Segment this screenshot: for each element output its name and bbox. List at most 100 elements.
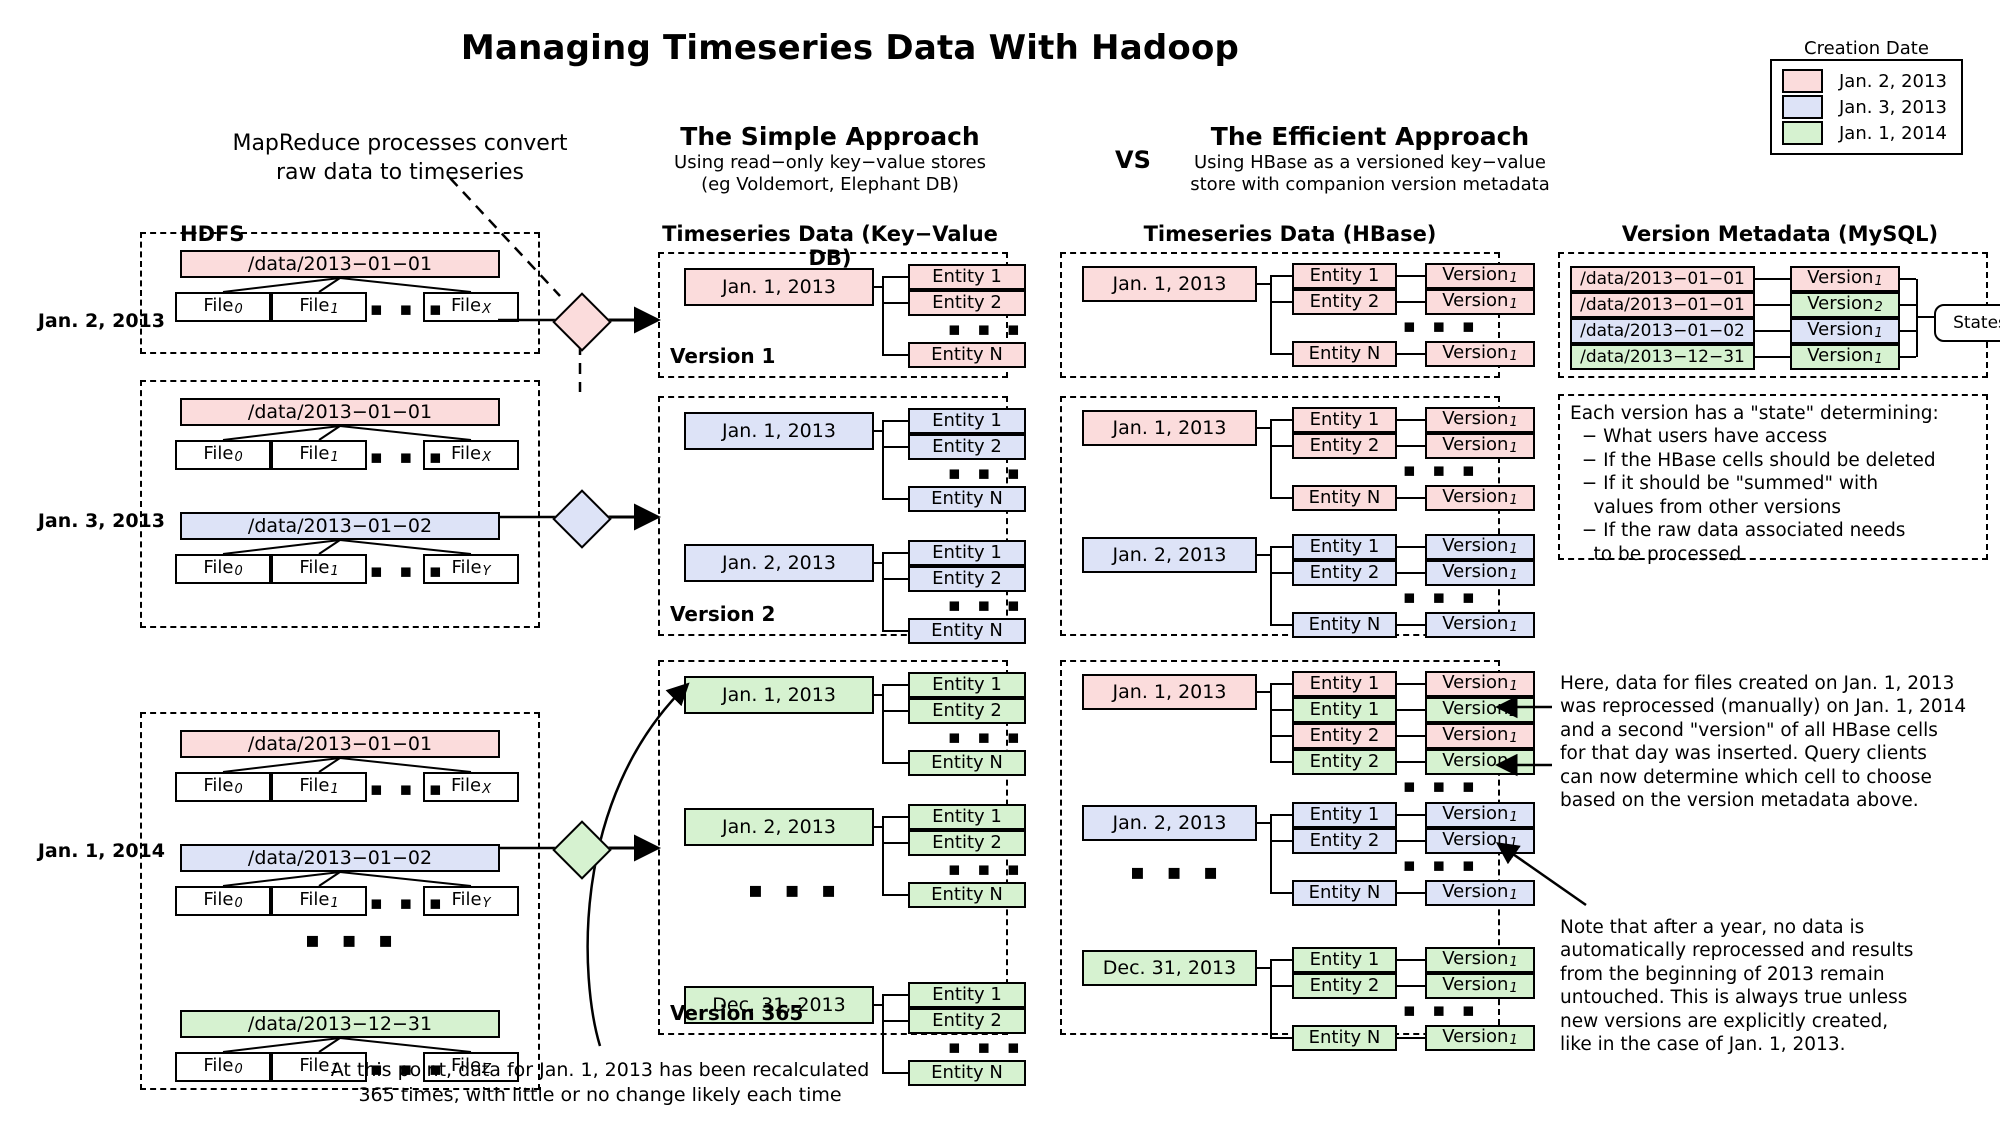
- keyvalue-entity-link: [882, 420, 908, 422]
- keyvalue-entity-link: [882, 1020, 908, 1022]
- metadata-version-box: Version1: [1790, 266, 1900, 292]
- keyvalue-entity-link: [882, 1072, 908, 1074]
- hdfs-path-box: /data/2013−01−02: [180, 844, 500, 872]
- hbase-row-ellipsis: ▪ ▪ ▪: [1403, 775, 1480, 797]
- legend-swatch-pink: [1782, 69, 1823, 93]
- keyvalue-group-ellipsis: ▪ ▪ ▪: [748, 878, 844, 903]
- hdfs-file-ellipsis: ▪ ▪ ▪: [370, 778, 447, 800]
- note-reprocess: Here, data for files created on Jan. 1, …: [1560, 673, 1967, 812]
- hbase-entity-link: [1270, 959, 1292, 961]
- hdfs-file-box: File0: [175, 886, 271, 916]
- keyvalue-entity-box: Entity N: [908, 618, 1026, 644]
- hdfs-file-ellipsis: ▪ ▪ ▪: [370, 1058, 447, 1080]
- hbase-version-box: Version1: [1425, 828, 1535, 854]
- legend-label: Jan. 1, 2014: [1839, 122, 1947, 144]
- metadata-path-box: /data/2013−12−31: [1570, 344, 1755, 370]
- keyvalue-entity-box: Entity 2: [908, 566, 1026, 592]
- hbase-entity-version-link: [1397, 892, 1425, 894]
- hdfs-file-box: FileX: [423, 292, 519, 322]
- hbase-entity-version-link: [1397, 353, 1425, 355]
- hdfs-group-2: [140, 380, 540, 628]
- hbase-entity-version-link: [1397, 445, 1425, 447]
- states-pill-link: [1916, 316, 1934, 318]
- page-title: Managing Timeseries Data With Hadoop: [460, 28, 1240, 68]
- hbase-day-box: Jan. 1, 2013: [1082, 410, 1257, 446]
- metadata-path-version-link: [1755, 330, 1790, 332]
- caption-bottom: At this point, data for Jan. 1, 2013 has…: [330, 1059, 870, 1106]
- hbase-entity-box: Entity N: [1292, 612, 1397, 638]
- hdfs-file-box: File0: [175, 1052, 271, 1082]
- hdfs-file-box: File1: [271, 772, 367, 802]
- keyvalue-entity-link: [882, 276, 908, 278]
- hbase-version-box: Version1: [1425, 534, 1535, 560]
- hbase-entity-version-link: [1397, 840, 1425, 842]
- states-link-3: [1900, 330, 1916, 332]
- hdfs-file-ellipsis: ▪ ▪ ▪: [370, 298, 447, 320]
- hbase-day-link: [1257, 427, 1270, 429]
- keyvalue-entity-box: Entity 2: [908, 830, 1026, 856]
- metadata-path-box: /data/2013−01−01: [1570, 292, 1755, 318]
- keyvalue-entity-box: Entity 1: [908, 982, 1026, 1008]
- states-note-text: Each version has a "state" determining: …: [1570, 403, 1939, 565]
- hbase-group-1: [1060, 252, 1500, 378]
- hdfs-file-ellipsis: ▪ ▪ ▪: [370, 892, 447, 914]
- hbase-day-link: [1257, 691, 1270, 693]
- hbase-version-box: Version1: [1425, 671, 1535, 697]
- hbase-row-ellipsis: ▪ ▪ ▪: [1403, 854, 1480, 876]
- hbase-version-box: Version1: [1425, 723, 1535, 749]
- hbase-entity-box: Entity 1: [1292, 407, 1397, 433]
- hbase-entity-link: [1270, 546, 1292, 548]
- hbase-entity-box: Entity 2: [1292, 973, 1397, 999]
- mapreduce-diamond-3: [552, 820, 612, 880]
- hdfs-file-box: File1: [271, 886, 367, 916]
- keyvalue-day-box: Jan. 2, 2013: [684, 544, 874, 582]
- hdfs-file-box: FileY: [423, 886, 519, 916]
- hbase-version-box: Version1: [1425, 1025, 1535, 1051]
- keyvalue-version-label: Version 1: [670, 344, 776, 368]
- states-pill: States: [1934, 304, 2000, 342]
- hdfs-file-ellipsis: ▪ ▪ ▪: [370, 446, 447, 468]
- keyvalue-entity-box: Entity 1: [908, 408, 1026, 434]
- hdfs-file-box: File0: [175, 554, 271, 584]
- keyvalue-entity-link: [882, 710, 908, 712]
- hbase-entity-box: Entity 2: [1292, 723, 1397, 749]
- hbase-day-box: Jan. 2, 2013: [1082, 805, 1257, 841]
- keyvalue-entity-ellipsis: ▪ ▪ ▪: [948, 462, 1025, 484]
- hbase-day-box: Dec. 31, 2013: [1082, 950, 1257, 986]
- hbase-entity-version-link: [1397, 959, 1425, 961]
- metadata-version-box: Version1: [1790, 344, 1900, 370]
- keyvalue-entity-bus: [882, 277, 884, 355]
- keyvalue-entity-box: Entity N: [908, 882, 1026, 908]
- hbase-version-box: Version1: [1425, 289, 1535, 315]
- hbase-group-ellipsis: ▪ ▪ ▪: [1130, 860, 1226, 885]
- metadata-version-box: Version2: [1790, 292, 1900, 318]
- keyvalue-day-box: Jan. 1, 2013: [684, 412, 874, 450]
- hbase-entity-bus: [1270, 684, 1272, 762]
- row-label-jan2-2013: Jan. 2, 2013: [37, 310, 165, 332]
- keyvalue-day-box: Jan. 2, 2013: [684, 808, 874, 846]
- hbase-entity-link: [1270, 624, 1292, 626]
- legend-box: Jan. 2, 2013 Jan. 3, 2013 Jan. 1, 2014: [1770, 59, 1963, 155]
- legend: Creation Date Jan. 2, 2013 Jan. 3, 2013 …: [1770, 38, 1963, 155]
- keyvalue-day-box: Jan. 1, 2013: [684, 676, 874, 714]
- hdfs-file-box: File0: [175, 292, 271, 322]
- hbase-entity-box: Entity N: [1292, 485, 1397, 511]
- states-link-1: [1900, 278, 1916, 280]
- keyvalue-entity-link: [882, 762, 908, 764]
- keyvalue-version-label: Version 2: [670, 602, 776, 626]
- metadata-panel-title: Version Metadata (MySQL): [1621, 222, 1939, 246]
- states-link-2: [1900, 304, 1916, 306]
- hdfs-path-box: /data/2013−01−01: [180, 250, 500, 278]
- hbase-entity-bus: [1270, 276, 1272, 354]
- row-label-jan1-2014: Jan. 1, 2014: [37, 840, 165, 862]
- hbase-entity-bus: [1270, 960, 1272, 1038]
- keyvalue-entity-link: [882, 894, 908, 896]
- hdfs-path-box: /data/2013−01−01: [180, 730, 500, 758]
- keyvalue-entity-ellipsis: ▪ ▪ ▪: [948, 318, 1025, 340]
- hbase-entity-box: Entity 1: [1292, 671, 1397, 697]
- keyvalue-entity-link: [882, 552, 908, 554]
- keyvalue-entity-ellipsis: ▪ ▪ ▪: [948, 858, 1025, 880]
- hbase-version-box: Version1: [1425, 407, 1535, 433]
- keyvalue-entity-box: Entity N: [908, 1060, 1026, 1086]
